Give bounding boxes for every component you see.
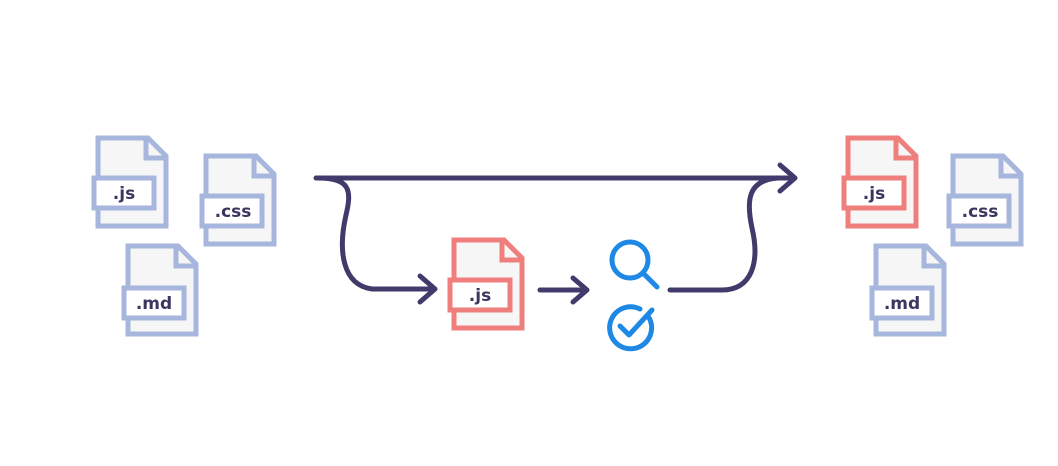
output-file-md-icon: .md xyxy=(869,246,944,334)
staged-file-js-icon: .js xyxy=(447,240,522,328)
output-file-md-label: .md xyxy=(884,294,920,314)
output-file-js-icon: .js xyxy=(841,138,916,226)
source-files: .js .css .md xyxy=(91,138,274,334)
file-js-icon: .js xyxy=(91,138,166,226)
file-js-label: .js xyxy=(113,184,135,204)
main-pipeline-arrow xyxy=(313,162,798,194)
file-css-icon: .css xyxy=(199,156,274,244)
branch-arrow-down xyxy=(315,175,438,305)
output-file-css-icon: .css xyxy=(946,156,1021,244)
checkmark-circle-icon xyxy=(607,304,655,352)
output-file-css-label: .css xyxy=(962,202,999,222)
return-arrow-up xyxy=(667,175,781,293)
file-md-label: .md xyxy=(136,294,172,314)
arrow-to-tools xyxy=(537,275,590,305)
output-file-js-label: .js xyxy=(863,184,885,204)
search-icon xyxy=(609,239,660,290)
file-css-label: .css xyxy=(215,202,252,222)
file-md-icon: .md xyxy=(121,246,196,334)
output-files: .js .css .md xyxy=(841,138,1021,334)
staged-file-label: .js xyxy=(469,286,491,306)
